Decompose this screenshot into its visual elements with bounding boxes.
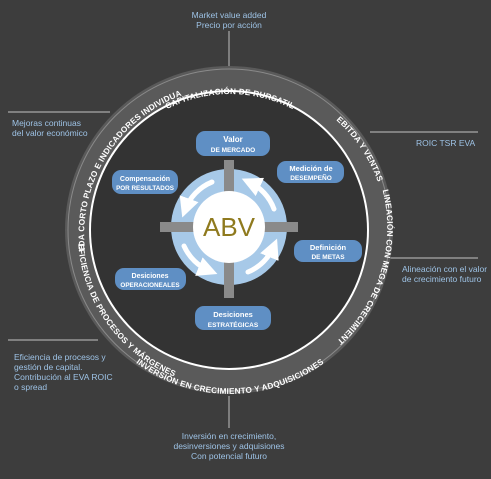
pill-operacionales-line1: Desiciones [132, 273, 169, 280]
note-top-line1: Market value added [191, 10, 267, 20]
note-bottom-line1: Inversión en crecimiento, [181, 431, 277, 441]
pill-definicion-line1: Definición [310, 243, 347, 252]
pill-valor-line2: DE MERCADO [211, 147, 255, 154]
note-left-lower-line4: o spread [14, 382, 48, 392]
note-bottom-line3: Con potencial futuro [190, 451, 268, 461]
note-top-line2: Precio por acción [196, 20, 262, 30]
note-right-upper: ROIC TSR EVA [416, 138, 488, 148]
pill-desiciones-estrategicas: Desiciones ESTRATÉGICAS [195, 306, 271, 330]
note-left-lower-line1: Eficiencia de procesos y [14, 352, 106, 362]
note-bottom: Inversión en crecimiento, desinversiones… [159, 431, 299, 461]
pill-definicion-de-metas: Definición DE METAS [294, 240, 362, 262]
hub-center-disc [193, 191, 265, 263]
connector-lines [8, 31, 478, 428]
note-left-upper-line2: del valor económico [12, 128, 88, 138]
note-left-upper-line1: Mejoras continuas [12, 118, 81, 128]
arrow-icon-2 [181, 243, 218, 276]
pill-estrategicas-line1: Desiciones [213, 310, 253, 319]
outer-ring-edge [67, 68, 391, 392]
note-top: Market value added Precio por acción [169, 10, 289, 30]
note-left-upper: Mejoras continuas del valor económico [12, 118, 122, 138]
note-right-lower-line1: Alineación con el valor [402, 264, 488, 274]
note-right-lower: Alineación con el valor de crecimiento f… [402, 264, 490, 284]
note-bottom-line2: desinversiones y adquisiones [173, 441, 285, 451]
pill-compensacion-line1: Compensación [120, 176, 170, 183]
arrow-icon-4 [241, 177, 277, 212]
pill-medicion-line2: DESEMPEÑO [290, 173, 332, 182]
note-right-upper-line1: ROIC TSR EVA [416, 138, 476, 148]
pill-valor-line1: Valor [223, 135, 243, 144]
cycle-arrows [179, 177, 279, 276]
pill-medicion-de-desempeno: Medición de DESEMPEÑO [277, 161, 344, 183]
arrow-icon-3 [245, 238, 279, 275]
note-right-lower-line2: de crecimiento futuro [402, 274, 482, 284]
note-left-lower-line2: gestión de capital. [14, 362, 83, 372]
note-left-lower: Eficiencia de procesos y gestión de capi… [14, 352, 126, 392]
pill-medicion-line1: Medición de [289, 164, 332, 173]
pill-desiciones-operacioneales: Desiciones OPERACIONEALES [115, 268, 186, 290]
central-hub: ABV [160, 160, 298, 298]
pill-operacionales-line2: OPERACIONEALES [120, 282, 179, 289]
abv-label: ABV [203, 212, 256, 242]
pill-valor-de-mercado: Valor DE MERCADO [196, 131, 270, 156]
arrow-icon-1 [179, 179, 215, 218]
note-left-lower-line3: Contribución al EVA ROIC [14, 372, 113, 382]
pill-definicion-line2: DE METAS [311, 254, 345, 261]
pill-estrategicas-line2: ESTRATÉGICAS [208, 320, 259, 329]
pill-compensacion-line2: POR RESULTADOS [116, 185, 174, 192]
pill-compensacion-por-resultados: Compensación POR RESULTADOS [112, 170, 178, 194]
